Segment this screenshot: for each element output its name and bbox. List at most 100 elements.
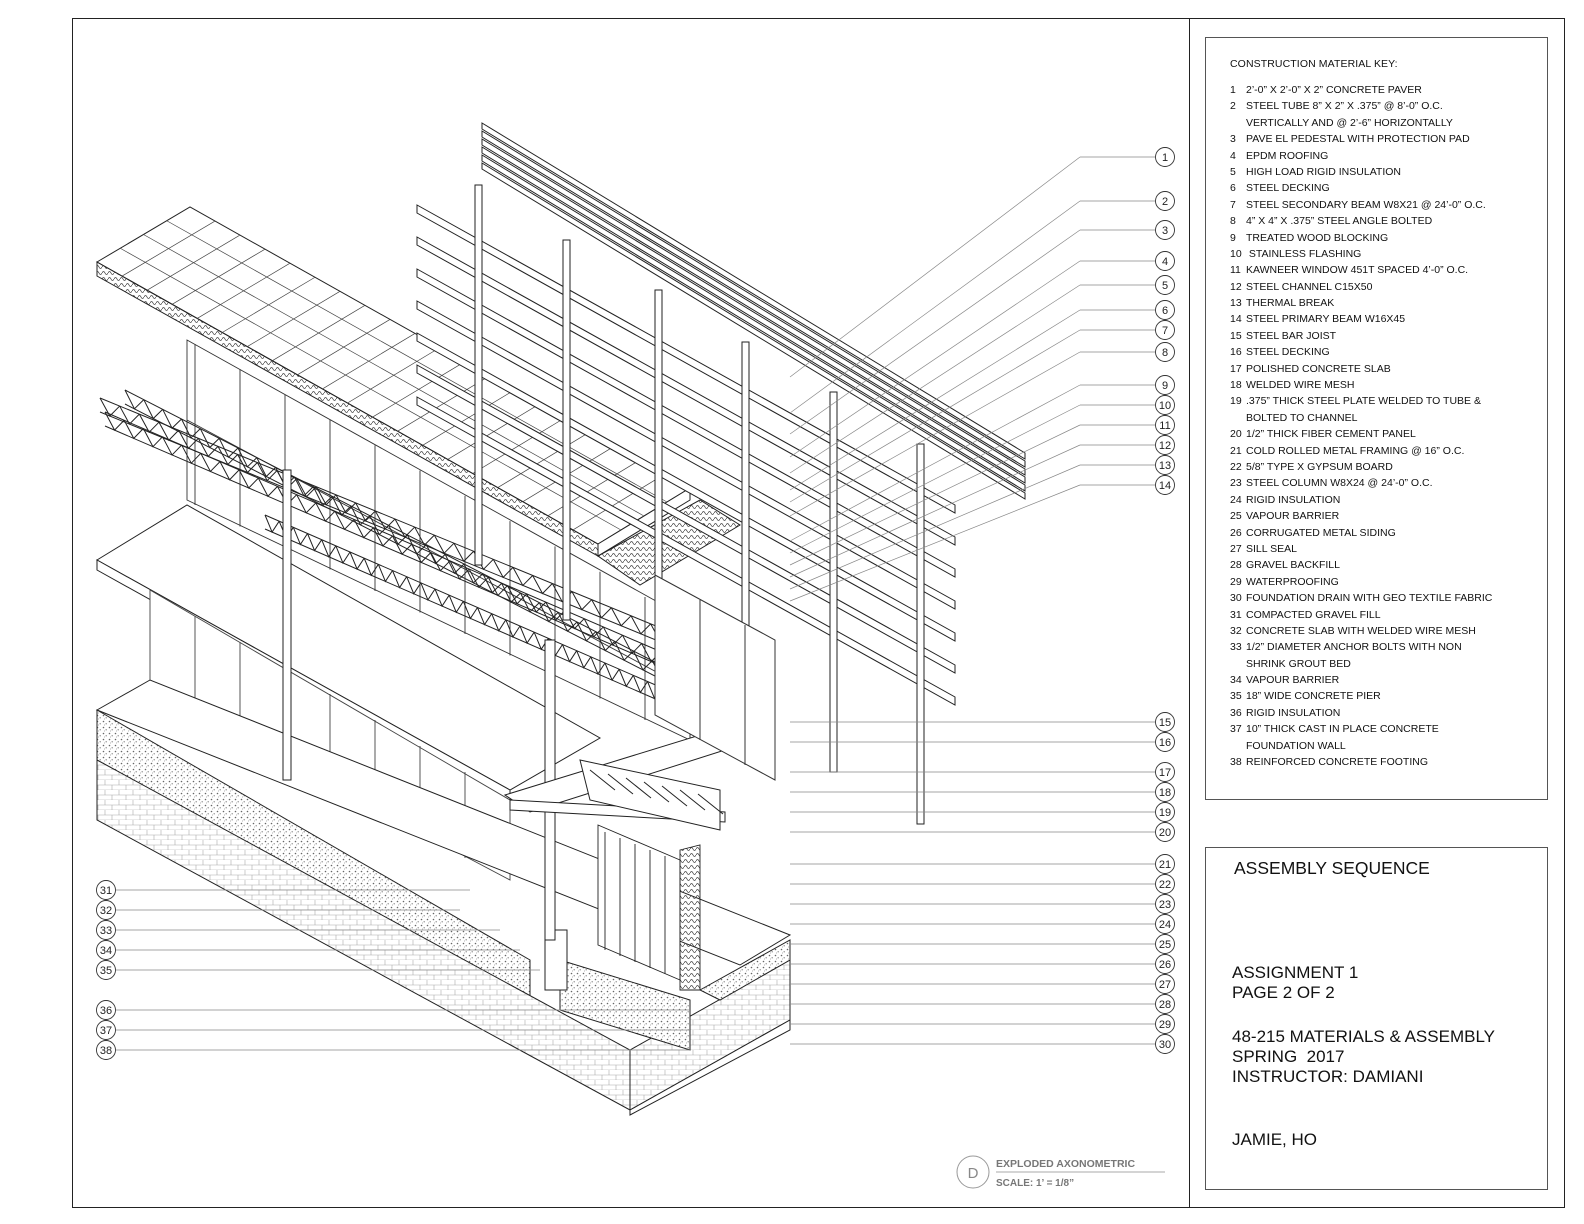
callout-number: 28	[1159, 999, 1171, 1011]
material-key-number: 38	[1230, 756, 1242, 769]
material-key-text: CORRUGATED METAL SIDING	[1246, 526, 1396, 539]
callout-number: 33	[100, 925, 112, 937]
material-key-item: 35 18” WIDE CONCRETE PIER	[1230, 688, 1492, 704]
material-key-text: FOUNDATION WALL	[1246, 739, 1346, 752]
material-key-text: TREATED WOOD BLOCKING	[1246, 231, 1389, 244]
material-key-number: 13	[1230, 297, 1242, 310]
material-key-number: 23	[1230, 477, 1242, 490]
callout-bubble	[1155, 1014, 1175, 1034]
material-key-number: 24	[1230, 493, 1242, 506]
material-key-number: 29	[1230, 575, 1242, 588]
material-key-text: 10” THICK CAST IN PLACE CONCRETE	[1246, 723, 1439, 736]
material-key-number: 14	[1230, 313, 1242, 326]
callout-bubble	[1155, 375, 1175, 395]
material-key-text: COMPACTED GRAVEL FILL	[1246, 608, 1381, 621]
material-key-text: KAWNEER WINDOW 451T SPACED 4’-0” O.C.	[1246, 264, 1469, 277]
material-key-text: WELDED WIRE MESH	[1246, 379, 1355, 392]
material-key-number: 12	[1230, 280, 1242, 293]
material-key-text: STEEL TUBE 8” X 2” X .375” @ 8’-0” O.C.	[1246, 100, 1443, 113]
callout-bubble	[96, 960, 116, 980]
material-key-number: 15	[1230, 329, 1242, 342]
material-key-title: CONSTRUCTION MATERIAL KEY:	[1230, 58, 1398, 70]
callout-number: 2	[1162, 196, 1168, 208]
material-key-number: 6	[1230, 182, 1236, 195]
callout-number: 16	[1159, 737, 1171, 749]
material-key-text: VAPOUR BARRIER	[1246, 674, 1340, 687]
callout-bubble	[1155, 712, 1175, 732]
material-key-text: 18” WIDE CONCRETE PIER	[1246, 690, 1381, 703]
material-key-number: 5	[1230, 165, 1236, 178]
term-label: SPRING 2017	[1232, 1047, 1345, 1066]
material-key-number: 28	[1230, 559, 1242, 572]
callout-bubble	[1155, 914, 1175, 934]
callout-number: 32	[100, 905, 112, 917]
material-key-text: PAVE EL PEDESTAL WITH PROTECTION PAD	[1246, 133, 1470, 146]
callout-number: 1	[1162, 152, 1168, 164]
callout-bubble	[1155, 994, 1175, 1014]
material-key-text: BOLTED TO CHANNEL	[1246, 411, 1358, 424]
material-key-number: 36	[1230, 706, 1242, 719]
material-key-item: 11 KAWNEER WINDOW 451T SPACED 4’-0” O.C.	[1230, 262, 1492, 278]
material-key-text: 1/2” DIAMETER ANCHOR BOLTS WITH NON	[1246, 641, 1462, 654]
material-key-item: VERTICALLY AND @ 2’-6” HORIZONTALLY	[1230, 115, 1492, 131]
material-key-number: 35	[1230, 690, 1242, 703]
callout-number: 19	[1159, 807, 1171, 819]
material-key-number: 2	[1230, 100, 1236, 113]
material-key-number: 8	[1230, 215, 1236, 228]
callout-number: 7	[1162, 325, 1168, 337]
callout-number: 26	[1159, 959, 1171, 971]
callout-bubble	[1155, 395, 1175, 415]
drawing-label: D EXPLODED AXONOMETRIC SCALE: 1’ = 1/8”	[956, 1155, 1165, 1189]
material-key-item: 10 STAINLESS FLASHING	[1230, 246, 1492, 262]
material-key-text: VAPOUR BARRIER	[1246, 510, 1340, 523]
callout-bubble	[1155, 762, 1175, 782]
callout-number: 27	[1159, 979, 1171, 991]
material-key-panel	[1205, 37, 1548, 800]
material-key-item: 13 THERMAL BREAK	[1230, 295, 1492, 311]
callout-bubble	[1155, 782, 1175, 802]
material-key-text: 5/8” TYPE X GYPSUM BOARD	[1246, 460, 1393, 473]
material-key-text: STEEL CHANNEL C15X50	[1246, 280, 1373, 293]
material-key-number: 11	[1230, 264, 1241, 277]
material-key-text: 2’-0” X 2’-0” X 2” CONCRETE PAVER	[1246, 84, 1422, 96]
material-key-number: 26	[1230, 526, 1242, 539]
callout-number: 5	[1162, 280, 1168, 292]
callout-number: 8	[1162, 347, 1168, 359]
material-key-text: .375” THICK STEEL PLATE WELDED TO TUBE &	[1246, 395, 1481, 408]
outer-border	[72, 18, 1565, 1208]
material-key-text: POLISHED CONCRETE SLAB	[1246, 362, 1391, 375]
callout-number: 6	[1162, 305, 1168, 317]
callout-bubble	[1155, 455, 1175, 475]
material-key-number: 30	[1230, 592, 1242, 605]
callout-bubble	[1155, 974, 1175, 994]
view-scale: SCALE: 1’ = 1/8”	[996, 1178, 1074, 1189]
drawing-marker-letter: D	[968, 1165, 979, 1182]
callout-bubble	[96, 920, 116, 940]
material-key-item: FOUNDATION WALL	[1230, 738, 1492, 754]
steel-frame	[282, 469, 727, 941]
callout-number: 36	[100, 1005, 112, 1017]
callout-number: 17	[1159, 767, 1171, 779]
callout-number: 3	[1162, 225, 1168, 237]
material-key-number: 9	[1230, 231, 1236, 244]
material-key-text: THERMAL BREAK	[1246, 297, 1335, 310]
material-key-item: 19.375” THICK STEEL PLATE WELDED TO TUBE…	[1230, 393, 1492, 409]
callout-bubble	[96, 1000, 116, 1020]
window-frame-panel	[654, 574, 776, 781]
material-key-number: 21	[1230, 444, 1242, 457]
material-key-text: STEEL DECKING	[1246, 346, 1330, 359]
